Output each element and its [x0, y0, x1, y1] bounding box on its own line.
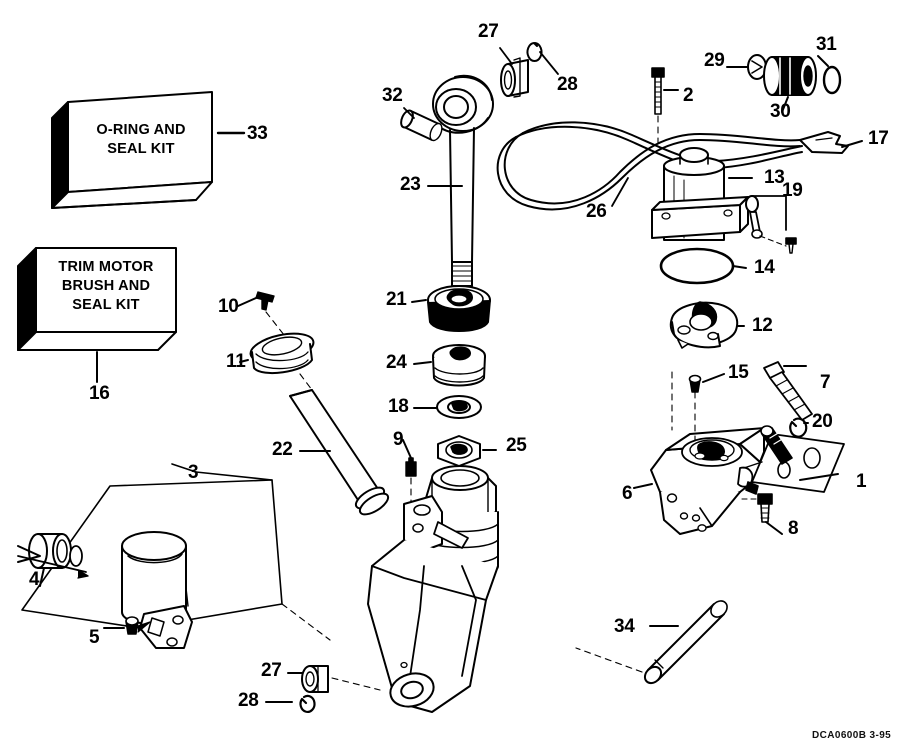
- callout-3: 3: [188, 462, 199, 483]
- callout-5: 5: [89, 627, 100, 648]
- callout-34: 34: [614, 616, 635, 637]
- callout-18: 18: [388, 396, 409, 417]
- reservoir-outline-part: [21, 463, 331, 641]
- callout-2: 2: [683, 85, 694, 106]
- bushing-upper-part: [500, 57, 529, 98]
- callout-22: 22: [272, 439, 293, 460]
- valve-body-part: [669, 301, 745, 349]
- screw-reservoir-part: [103, 616, 151, 635]
- valve-plate-part: [751, 433, 845, 493]
- o-ring-coupler-part: [817, 55, 842, 95]
- trim-motor-brush-and-seal-kit-label: TRIM MOTOR BRUSH AND SEAL KIT: [58, 259, 154, 314]
- lock-nut-part: [437, 435, 497, 467]
- retaining-ring-part: [789, 417, 809, 438]
- leader-28-top: [539, 51, 559, 75]
- callout-12: 12: [752, 315, 773, 336]
- callout-15: 15: [728, 362, 749, 383]
- callout-32: 32: [382, 85, 403, 106]
- filter-sleeve-part: [17, 533, 89, 587]
- o-ring-large-part: [659, 247, 747, 285]
- trim-motor-kit-box: [17, 247, 177, 351]
- callout-9: 9: [393, 429, 404, 450]
- callout-26: 26: [586, 201, 607, 222]
- callout-21: 21: [386, 289, 407, 310]
- callout-28-top: 28: [557, 74, 578, 95]
- callout-27-top: 27: [478, 21, 499, 42]
- callout-28-bottom: 28: [238, 690, 259, 711]
- bushing-lower-part: [287, 665, 381, 693]
- diagram-footer-code: DCA0600B 3-95: [812, 730, 892, 741]
- leader-27-top: [499, 47, 513, 65]
- callout-23: 23: [400, 174, 421, 195]
- piston-head-part: [239, 332, 319, 399]
- pin-retainer-part: [688, 373, 725, 441]
- washer-part: [413, 395, 482, 419]
- reservoir-canister-part: [121, 531, 193, 649]
- callout-11: 11: [226, 351, 246, 372]
- callout-8: 8: [788, 518, 799, 539]
- bolt-long-part: [763, 361, 813, 421]
- manifold-bracket-part: [633, 371, 765, 535]
- callout-14: 14: [754, 257, 775, 278]
- o-ring-seal-kit-box: [51, 91, 213, 209]
- callout-27-bottom: 27: [261, 660, 282, 681]
- callout-1: 1: [856, 471, 867, 492]
- callout-6: 6: [622, 483, 633, 504]
- bolt-short-part: [739, 493, 783, 535]
- callout-31: 31: [816, 34, 837, 55]
- o-ring-and-seal-kit-label: O-RING AND SEAL KIT: [96, 122, 186, 158]
- callout-17: 17: [868, 128, 889, 149]
- callout-20: 20: [812, 411, 833, 432]
- callout-19: 19: [782, 180, 803, 201]
- callout-25: 25: [506, 435, 527, 456]
- callout-4: 4: [29, 569, 40, 590]
- tilt-rod-part: [289, 389, 390, 516]
- cylinder-cap-part: [411, 285, 491, 332]
- pin-small-part: [237, 291, 289, 341]
- callout-16: 16: [89, 383, 110, 404]
- retaining-ring-upper-part: [526, 42, 543, 62]
- trim-rod-assembly: [432, 74, 494, 287]
- screw-motor-mount-part: [651, 67, 679, 149]
- cylinder-body-part: [367, 465, 499, 713]
- shim-washer-part: [726, 54, 767, 80]
- retaining-ring-lower-part: [265, 694, 316, 713]
- piston-seal-part: [413, 344, 486, 387]
- wire-harness-part: [496, 121, 863, 211]
- clip-and-screw-part: [745, 195, 797, 254]
- callout-10: 10: [218, 296, 239, 317]
- callout-29: 29: [704, 50, 725, 71]
- trim-motor-part: [651, 147, 753, 241]
- coupler-part: [763, 56, 817, 113]
- callout-33: 33: [247, 123, 268, 144]
- callout-7: 7: [820, 372, 831, 393]
- callout-24: 24: [386, 352, 407, 373]
- pin-long-part: [575, 600, 728, 685]
- callout-13: 13: [764, 167, 785, 188]
- callout-30: 30: [770, 101, 791, 122]
- spool-valve-part: [743, 425, 793, 469]
- leader-26: [611, 177, 629, 207]
- leader-32: [403, 107, 415, 119]
